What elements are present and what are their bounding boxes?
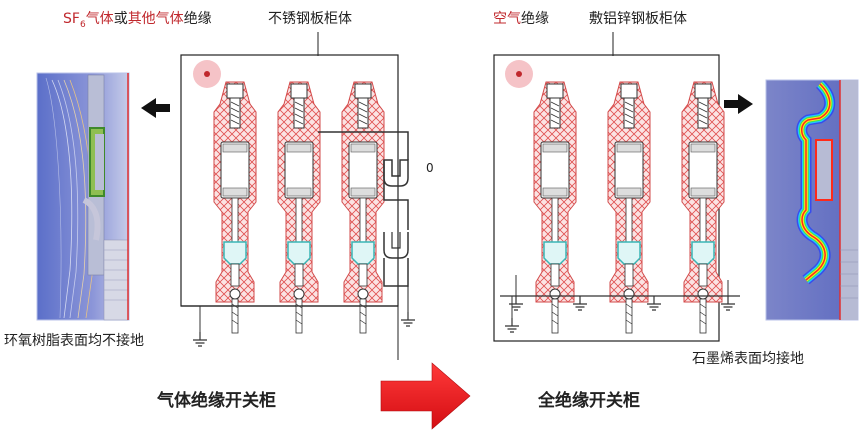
- insulation-text-right: 绝缘: [521, 11, 549, 27]
- zero-mark: 0: [426, 161, 434, 175]
- right-field-simulation: [765, 79, 859, 321]
- transition-arrow-icon: [380, 362, 471, 430]
- sf6-prefix: SF: [63, 11, 80, 27]
- air-text: 空气: [493, 11, 521, 27]
- left-cabinet: [180, 32, 416, 360]
- left-surface-caption: 环氧树脂表面均不接地: [4, 333, 144, 349]
- other-gas-text: 其他气体: [127, 11, 184, 27]
- insulation-text: 绝缘: [183, 11, 212, 27]
- right-title: 全绝缘开关柜: [538, 391, 640, 411]
- right-surface-caption: 石墨烯表面均接地: [692, 351, 804, 367]
- sf6-subscript: 6: [79, 19, 86, 30]
- left-insulation-label: SF6气体或其他气体绝缘: [63, 11, 212, 33]
- or-text: 或: [113, 11, 128, 27]
- left-title: 气体绝缘开关柜: [157, 391, 276, 411]
- right-arrow-icon: [724, 94, 753, 114]
- left-cabinet-label: 不锈钢板柜体: [268, 11, 352, 27]
- left-arrow-icon: [141, 98, 170, 118]
- left-field-simulation: [36, 72, 130, 321]
- right-insulation-label: 空气绝缘: [493, 11, 549, 27]
- right-cabinet: [493, 32, 740, 342]
- right-cabinet-label: 敷铝锌钢板柜体: [589, 11, 687, 27]
- gas-text: 气体: [85, 11, 114, 27]
